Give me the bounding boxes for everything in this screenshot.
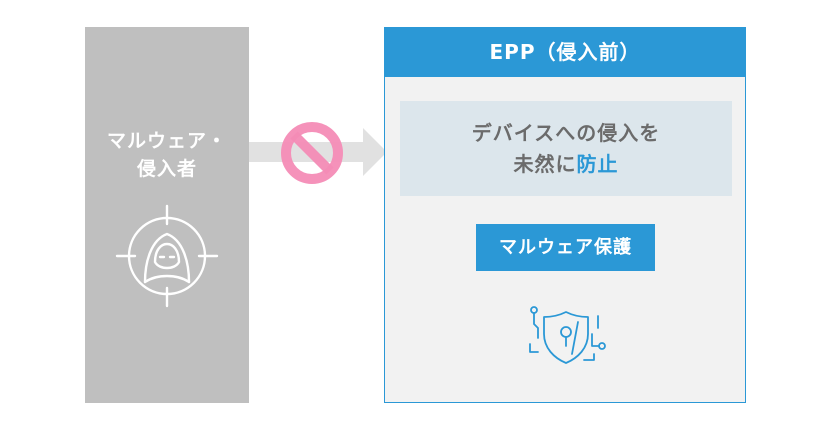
prohibited-icon bbox=[281, 122, 343, 184]
epp-title: EPP（侵入前） bbox=[385, 28, 745, 77]
prevention-box: デバイスへの侵入を 未然に防止 bbox=[400, 101, 732, 196]
prevention-line2-prefix: 未然に bbox=[513, 152, 577, 176]
attacker-label-line1: マルウェア・ bbox=[106, 130, 227, 152]
prevention-line2: 未然に防止 bbox=[400, 149, 732, 180]
attacker-label: マルウェア・ 侵入者 bbox=[85, 127, 249, 183]
epp-panel: EPP（侵入前） デバイスへの侵入を 未然に防止 マルウェア保護 bbox=[384, 27, 746, 403]
attacker-panel: マルウェア・ 侵入者 bbox=[85, 27, 249, 403]
prevention-line1: デバイスへの侵入を bbox=[471, 121, 661, 145]
malware-protection-badge: マルウェア保護 bbox=[476, 224, 655, 271]
hacker-target-icon bbox=[115, 204, 219, 308]
attacker-label-line2: 侵入者 bbox=[136, 158, 197, 180]
shield-circuit-icon bbox=[529, 306, 606, 364]
prevention-line2-highlight: 防止 bbox=[576, 152, 619, 176]
